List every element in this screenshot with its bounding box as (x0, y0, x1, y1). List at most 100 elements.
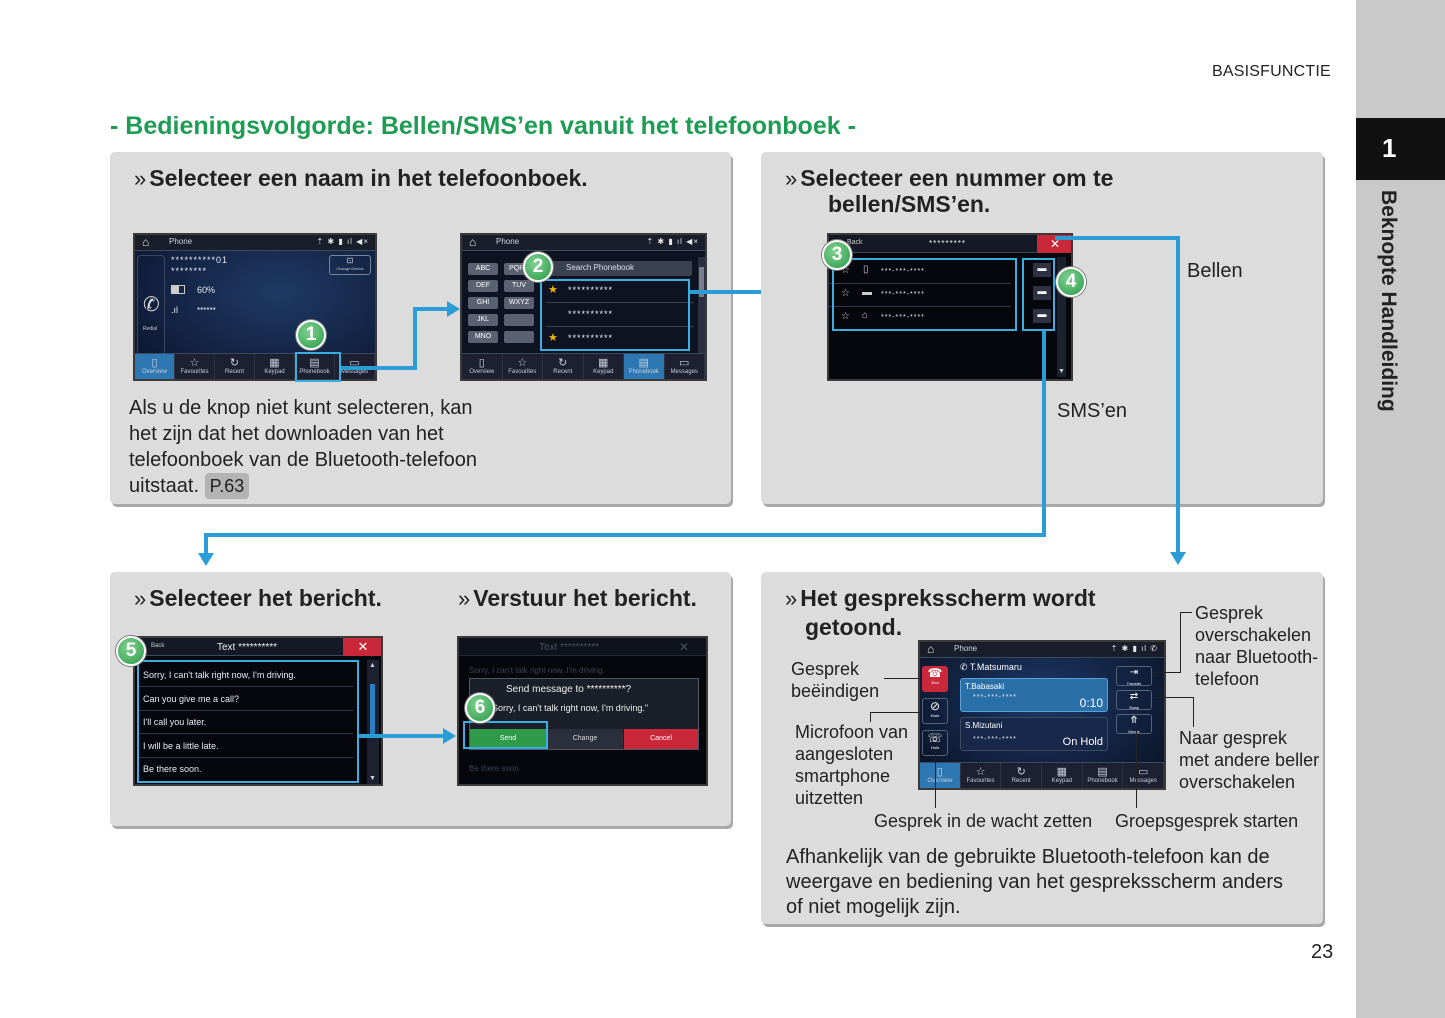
tab-favourites[interactable]: ☆Favourites (503, 354, 543, 379)
phonebook-entry[interactable]: ********** (568, 285, 614, 295)
message-icon[interactable]: ▬ (1033, 309, 1051, 323)
tab-keypad[interactable]: ▦Keypad (1042, 763, 1083, 788)
home-icon[interactable]: ⌂ (142, 235, 150, 249)
active-call-screen: ⌂Phone⇡ ✱ ▮ ıl ✆ ☎End ⊘Mute ☏Hold ✆ T.Ma… (918, 640, 1166, 790)
message-option[interactable]: Sorry, I can't talk right now, I'm drivi… (143, 670, 296, 680)
callout-transfer: Gesprek overschakelen naar Bluetooth- te… (1195, 603, 1319, 689)
tab-recent[interactable]: ↻Recent (1001, 763, 1043, 788)
key-def[interactable]: DEF (468, 280, 498, 292)
step4-heading: »Verstuur het bericht. (458, 585, 697, 611)
background-message: Be there soon. (469, 764, 522, 773)
work-icon: ▬ (862, 287, 872, 298)
callout-line (1193, 697, 1194, 727)
page-title: - Bedieningsvolgorde: Bellen/SMS’en vanu… (110, 112, 856, 140)
phonebook-entry[interactable]: ********** (568, 333, 614, 343)
redial-button[interactable]: ✆ Redial (137, 255, 165, 355)
tab-overview[interactable]: ▯Overview (462, 354, 503, 379)
star-icon: ★ (548, 284, 558, 296)
message-option[interactable]: I'll call you later. (143, 717, 207, 727)
tab-recent[interactable]: ↻Recent (215, 354, 255, 379)
tab-favourites[interactable]: ☆Favourites (175, 354, 215, 379)
send-button[interactable]: Send (470, 729, 546, 749)
home-icon[interactable]: ⌂ (469, 235, 477, 249)
phone-icon: ✆ (960, 662, 970, 672)
key-jkl[interactable]: JKL (468, 314, 498, 326)
tab-phonebook[interactable]: ▤Phonebook (295, 354, 335, 379)
tab-messages[interactable]: ▭Messages (665, 354, 705, 379)
merge-button[interactable]: ⤊Merge (1116, 714, 1152, 734)
back-button[interactable]: Back (151, 643, 165, 649)
phone-number[interactable]: ***-***-**** (881, 291, 925, 298)
callout-line (870, 712, 871, 722)
tab-keypad[interactable]: ▦Keypad (584, 354, 624, 379)
step5-note: Afhankelijk van de gebruikte Bluetooth-t… (786, 846, 1283, 918)
scrollbar[interactable] (698, 257, 705, 353)
flow-connector (1042, 331, 1046, 537)
step2-heading-line2: bellen/SMS’en. (828, 191, 991, 217)
dialog-prompt: Send message to **********? (506, 684, 632, 695)
step2-heading: »Selecteer een nummer om te (785, 165, 1114, 191)
cancel-button[interactable]: Cancel (624, 729, 698, 749)
key-ghi[interactable]: GHI (468, 297, 498, 309)
phone-number[interactable]: ***-***-**** (881, 314, 925, 321)
tab-overview[interactable]: ▯Overview (135, 354, 175, 379)
back-button[interactable]: Back (847, 239, 863, 246)
active-call-card[interactable]: T.Babasaki ***-***-**** 0:10 (960, 678, 1108, 712)
swap-button[interactable]: ⇄Swap (1116, 690, 1152, 710)
tab-phonebook[interactable]: ▤Phonebook (1083, 763, 1124, 788)
hold-button[interactable]: ☏Hold (922, 730, 948, 756)
star-icon[interactable]: ☆ (841, 311, 850, 322)
tab-keypad[interactable]: ▦Keypad (255, 354, 295, 379)
tab-overview[interactable]: ▯Overview (920, 763, 961, 788)
tab-messages[interactable]: ▭Messages (1123, 763, 1164, 788)
change-button[interactable]: Change (547, 729, 623, 749)
step1-note: Als u de knop niet kunt selecteren, kan … (129, 397, 478, 499)
key-wxyz[interactable]: WXYZ (504, 297, 534, 309)
contact-numbers-screen: Back ********* ✕ ☆ ▯ ***-***-**** ☆ ▬ **… (827, 233, 1073, 381)
text-title-dimmed: Text ********** (539, 642, 600, 653)
callout-line (870, 712, 920, 713)
star-icon[interactable]: ☆ (841, 265, 850, 276)
message-icon[interactable]: ▬ (1033, 286, 1051, 300)
key-mno[interactable]: MNO (468, 331, 498, 343)
star-icon[interactable]: ☆ (841, 288, 850, 299)
page-reference[interactable]: P.63 (204, 473, 250, 499)
callout-line (1154, 697, 1194, 698)
search-phonebook-field[interactable]: Search Phonebook (542, 261, 692, 276)
callout-line (935, 752, 936, 808)
chapter-label: Beknopte Handleiding (1377, 190, 1400, 412)
tab-phonebook[interactable]: ▤Phonebook (624, 354, 665, 379)
change-device-button[interactable]: ⊡ Change Device (329, 255, 371, 275)
message-option[interactable]: I will be a little late. (143, 741, 219, 751)
signal-icon: .ıl (171, 305, 179, 315)
tab-favourites[interactable]: ☆Favourites (961, 763, 1002, 788)
flow-connector (359, 734, 443, 738)
message-highlight (137, 660, 359, 783)
message-option[interactable]: Be there soon. (143, 764, 202, 774)
message-option[interactable]: Can you give me a call? (143, 694, 240, 704)
transfer-button[interactable]: ⇥Transfer (1116, 666, 1152, 686)
mute-button[interactable]: ⊘Mute (922, 698, 948, 724)
held-call-card[interactable]: S.Mizutani ***-***-**** On Hold (960, 717, 1108, 751)
callout-line (1180, 612, 1181, 672)
scrollbar[interactable]: ▲ ▼ (367, 660, 379, 784)
contact-title: ********* (929, 239, 967, 248)
callout-merge: Groepsgesprek starten (1115, 811, 1299, 831)
flow-connector (1176, 236, 1180, 552)
step3-heading: »Selecteer het bericht. (134, 585, 382, 611)
scrollbar[interactable]: ▼ (1057, 257, 1066, 377)
key-abc[interactable]: ABC (468, 263, 498, 275)
step-badge-6: 6 (465, 693, 495, 723)
tab-recent[interactable]: ↻Recent (543, 354, 584, 379)
send-confirm-screen: Text ********** ✕ Sorry, I can't talk ri… (457, 636, 708, 786)
star-icon: ★ (548, 332, 558, 344)
phonebook-entry[interactable]: ********** (568, 309, 614, 319)
phone-number[interactable]: ***-***-**** (881, 268, 925, 275)
phone-handset-icon: ✆ (143, 294, 160, 316)
close-icon[interactable]: ✕ (343, 638, 381, 656)
home-icon[interactable]: ⌂ (927, 642, 935, 656)
key-tuv[interactable]: TUV (504, 280, 534, 292)
end-call-button[interactable]: ☎End (922, 666, 948, 692)
message-icon[interactable]: ▬ (1033, 263, 1051, 277)
flow-connector (1055, 236, 1180, 240)
